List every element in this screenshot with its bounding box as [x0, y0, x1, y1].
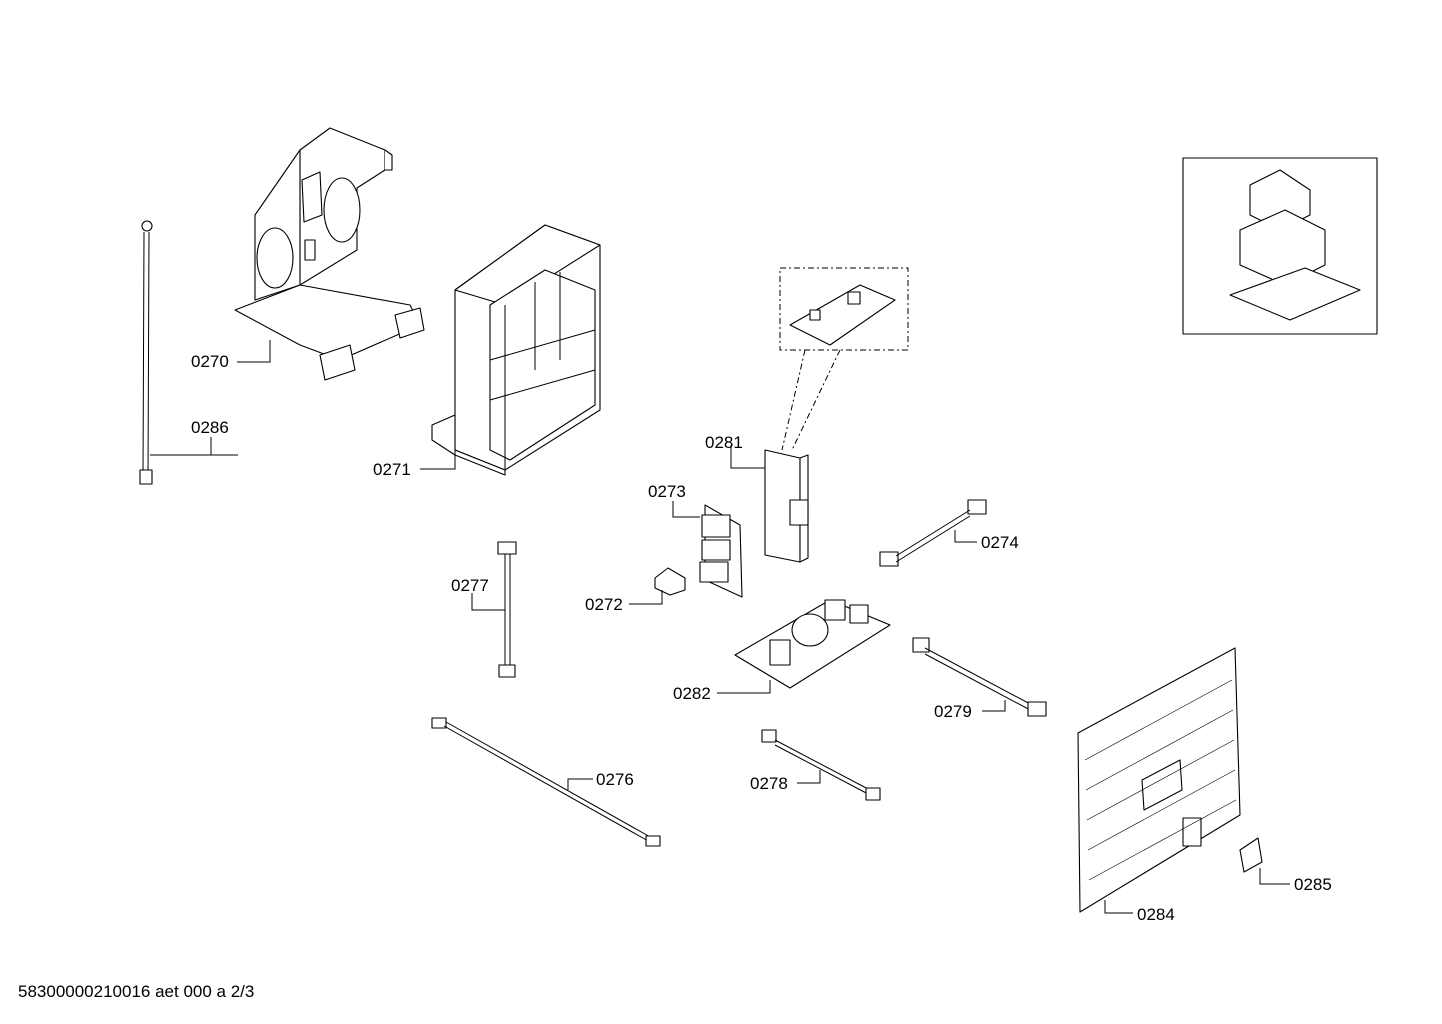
detail-box-0281 [779, 267, 909, 451]
leader-lines [150, 340, 1290, 914]
part-0284-rear-cover [1077, 647, 1241, 913]
label-0284: 0284 [1137, 905, 1175, 924]
label-0282: 0282 [673, 684, 711, 703]
part-0270-bracket [234, 127, 425, 381]
part-0278-cable [761, 729, 881, 801]
label-0277: 0277 [451, 576, 489, 595]
part-0271-housing [431, 224, 601, 476]
label-0273: 0273 [648, 482, 686, 501]
label-0274: 0274 [981, 533, 1019, 552]
label-0271: 0271 [373, 460, 411, 479]
part-0274-ribbon-cable [879, 499, 987, 567]
label-0278: 0278 [750, 774, 788, 793]
overview-thumbnail [1182, 157, 1378, 335]
part-0281-control-board [764, 449, 809, 563]
part-0285-clip [1239, 837, 1263, 873]
part-0272-small-bracket [654, 567, 686, 596]
part-0286-earth-wire [139, 220, 153, 485]
label-0285: 0285 [1294, 875, 1332, 894]
part-0273-relay-board [699, 504, 743, 598]
label-0270: 0270 [191, 352, 229, 371]
label-0281: 0281 [705, 433, 743, 452]
label-0286: 0286 [191, 418, 229, 437]
label-0279: 0279 [934, 702, 972, 721]
drawing-reference: 58300000210016 aet 000 a 2/3 [18, 982, 255, 1001]
part-0276-wire [431, 717, 661, 847]
part-0279-cable [912, 637, 1047, 717]
part-0282-power-board [734, 599, 891, 689]
label-0272: 0272 [585, 595, 623, 614]
label-0276: 0276 [596, 770, 634, 789]
